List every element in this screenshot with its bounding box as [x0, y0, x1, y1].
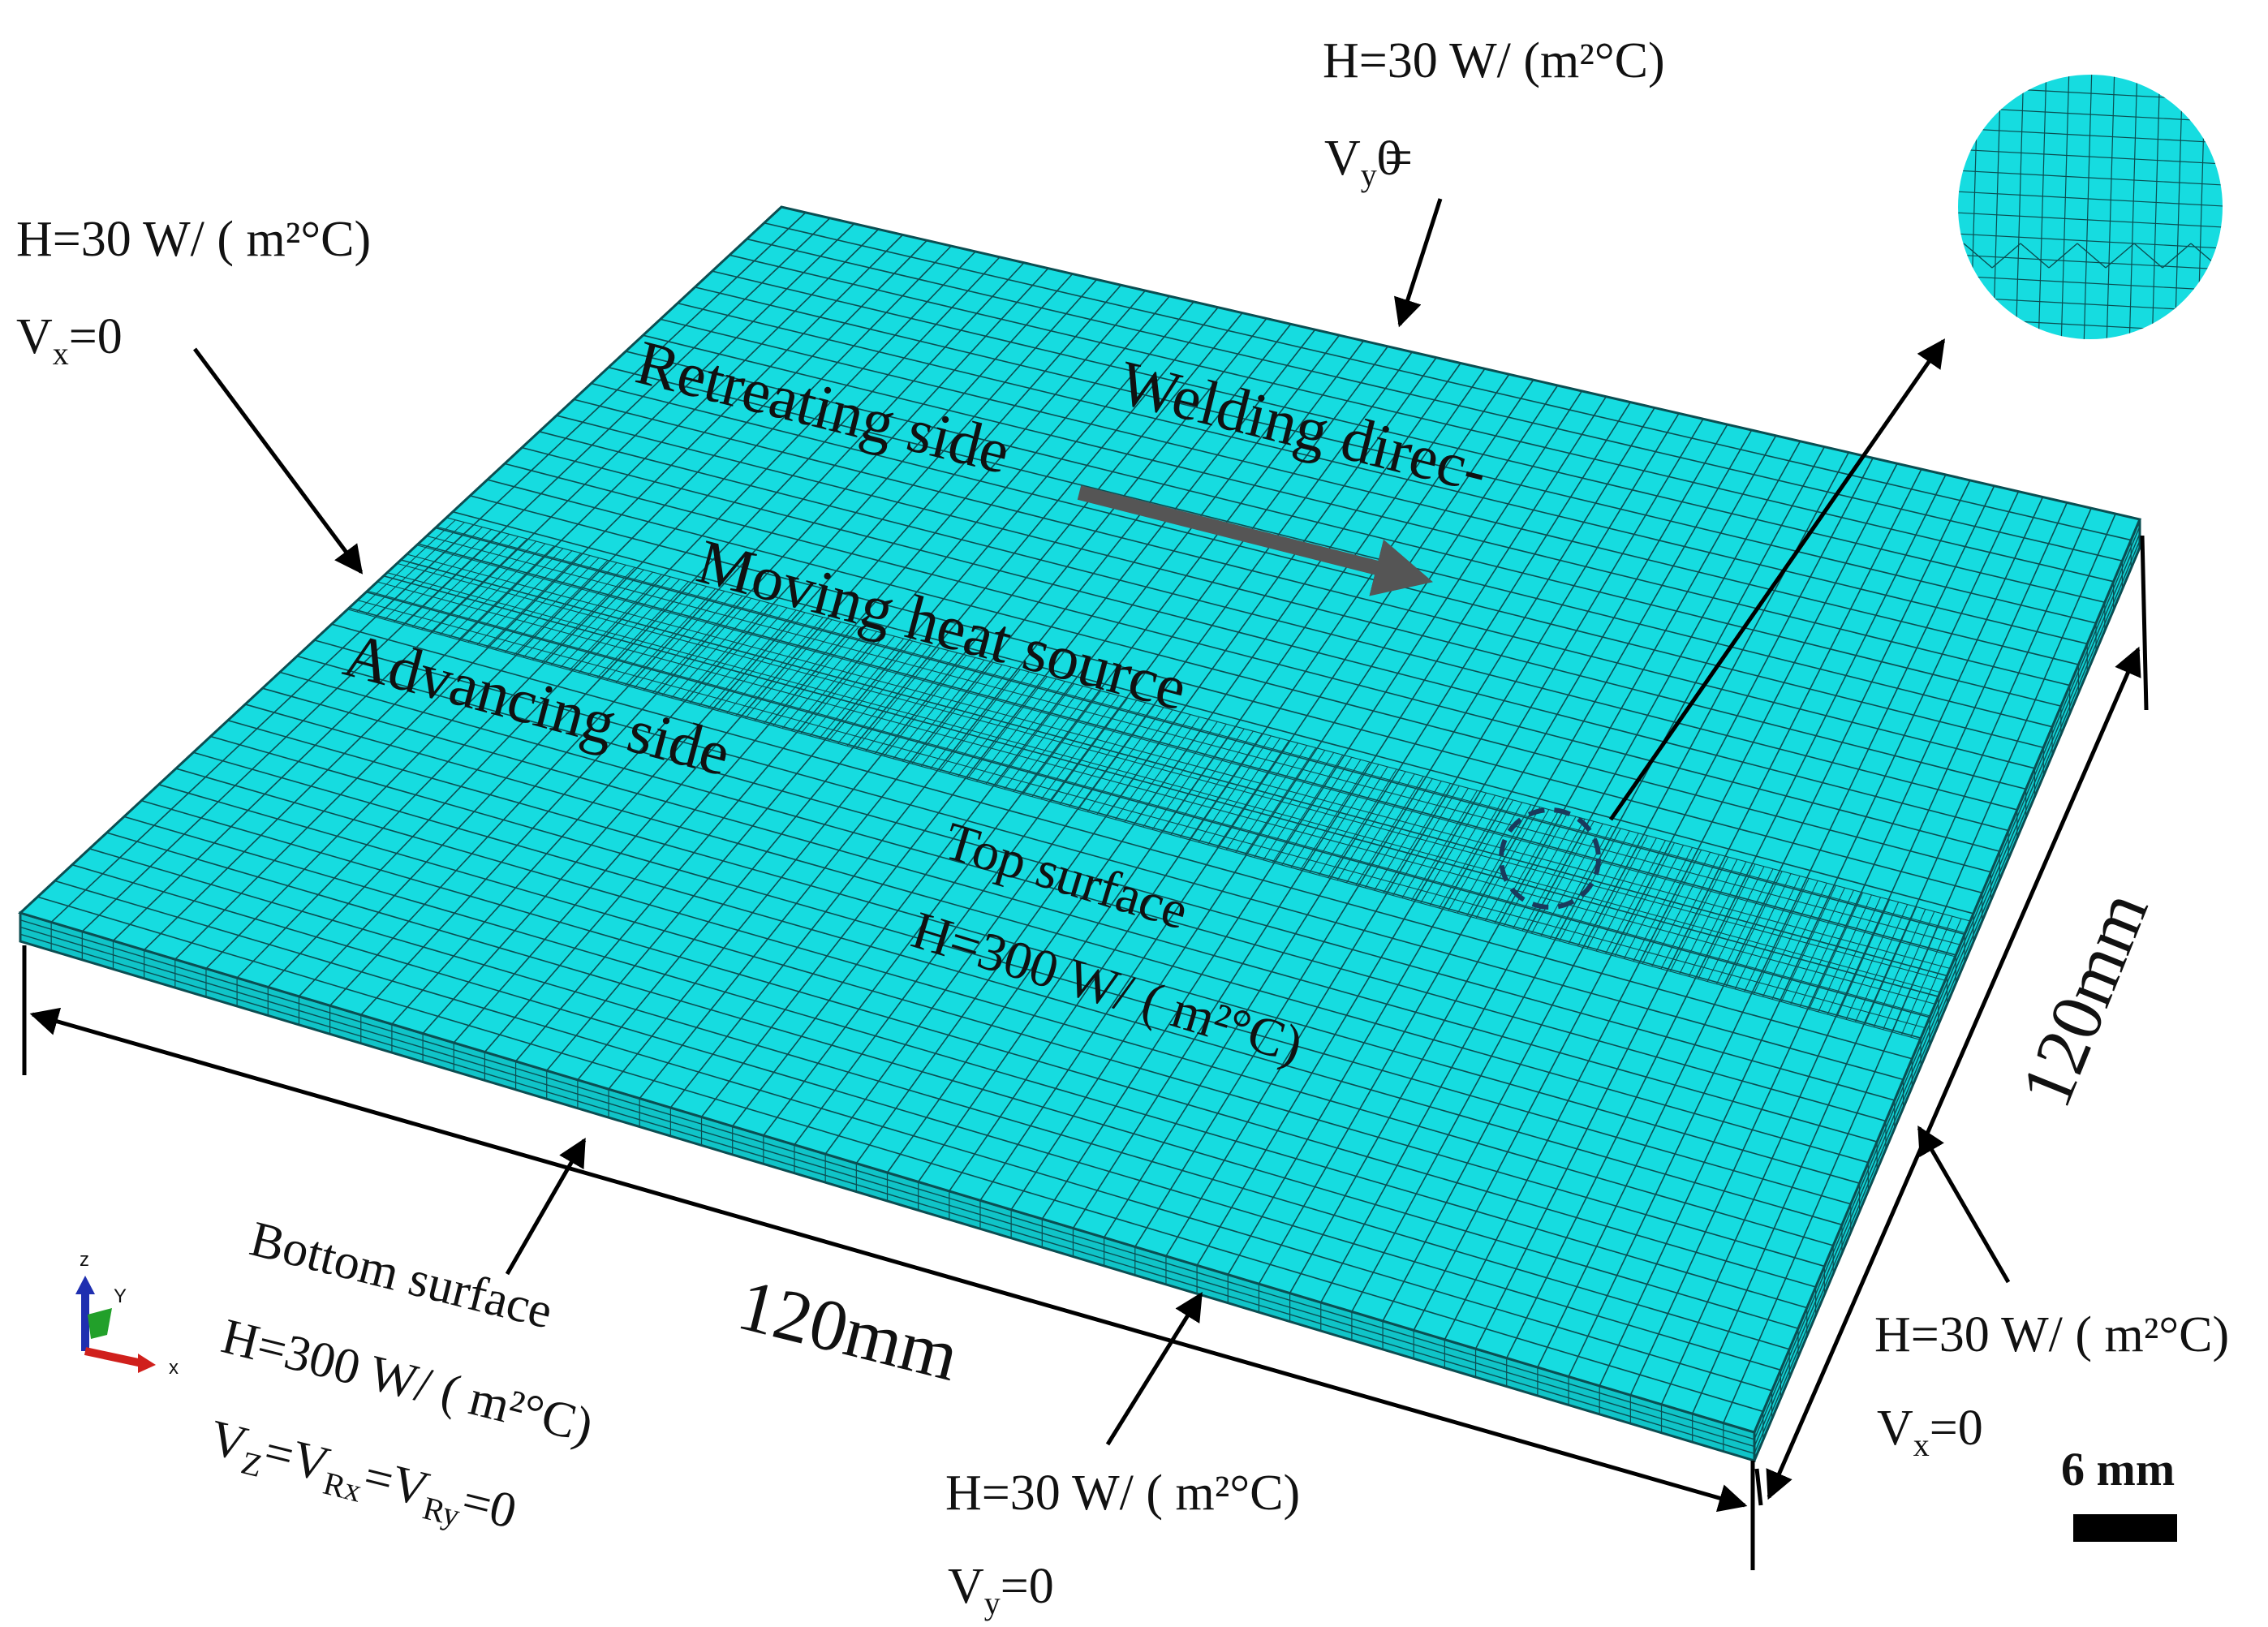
right-bc-h-label: H=30 W/ ( m²°C) [1874, 1307, 2229, 1362]
bottom-surface-arrow [505, 1137, 587, 1276]
axis-y-label: Y [114, 1285, 127, 1307]
dim-depth-ext-top [2140, 535, 2149, 711]
left-bc-h-label: H=30 W/ ( m²°C) [16, 212, 371, 267]
left-bc-v-label: Vx=0 [16, 309, 123, 372]
left-bc-v-value: 0 [97, 309, 123, 364]
axis-z-label: z [80, 1249, 89, 1271]
front-bc-v-value: 0 [1029, 1559, 1054, 1614]
zoom-detail-circle [1958, 75, 2223, 339]
front-bc-h-label: H=30 W/ ( m²°C) [945, 1466, 1300, 1521]
front-bc-v-label: Vy=0 [948, 1559, 1054, 1621]
top-bc-v-value: 0 [1377, 131, 1402, 186]
weld-zone-fine-mesh [347, 517, 1971, 1040]
right-bc-v-label: Vx=0 [1877, 1401, 1983, 1463]
bottom-surface-label: Bottom surface [245, 1212, 558, 1340]
dim-width-line [29, 1007, 1748, 1513]
top-bc-v-eq: = [1384, 131, 1413, 186]
dim-width-label: 120mm [730, 1264, 966, 1397]
axis-triad-icon: z Y x [75, 1249, 179, 1379]
dim-depth-label: 120mm [2006, 880, 2164, 1117]
scale-bar-label: 6 mm [2061, 1443, 2175, 1496]
zoom-leader-arrow [1608, 338, 1946, 821]
dim-depth-ext-bottom [1754, 1468, 1763, 1506]
right-bc-v-value: 0 [1958, 1401, 1983, 1456]
bottom-surface-v-label: VZ=VRx=VRy=0 [202, 1410, 522, 1547]
axis-x-label: x [169, 1357, 179, 1379]
zoom-marker-circle [1499, 807, 1601, 910]
left-bc-arrow [192, 347, 364, 575]
welding-direction-arrow [1077, 485, 1433, 596]
dim-depth-line [1766, 646, 2141, 1500]
front-bc-arrow [1105, 1292, 1203, 1446]
top-bc-h-label: H=30 W/ (m²°C) [1323, 33, 1665, 88]
scale-bar [2073, 1514, 2177, 1542]
right-bc-arrow [1917, 1125, 2011, 1284]
top-bc-arrow [1394, 198, 1443, 328]
